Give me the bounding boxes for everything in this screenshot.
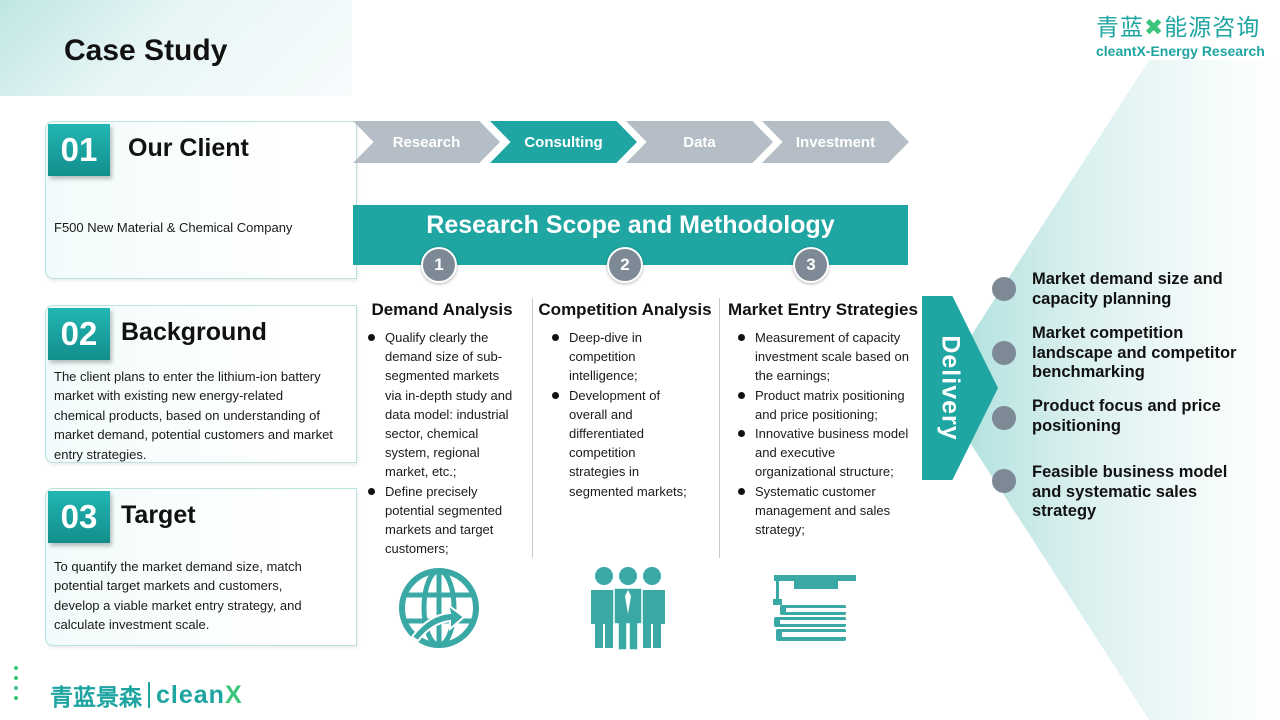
process-step-research: Research [353,121,500,163]
graduation-books-icon [773,575,856,641]
logo-en-a: clean [156,680,225,709]
process-label: Research [392,133,461,151]
card-target: 03 Target To quantify the market demand … [45,488,357,646]
column-competition-analysis: Competition Analysis Deep-dive in compet… [538,300,712,501]
process-step-data: Data [626,121,773,163]
delivery-label: Delivery [936,335,965,441]
process-label: Investment [795,133,876,151]
bullet-item: Innovative business model and executive … [738,424,916,482]
logo-cn-right: 能源咨询 [1164,15,1261,41]
delivery-dot [992,341,1016,365]
card-title: Background [121,318,267,346]
company-logo: 青蓝✖能源咨询 cleantX-Energy Research [1096,8,1270,59]
card-body: To quantify the market demand size, matc… [54,559,302,633]
logo-cn-left: 青蓝 [1096,15,1144,41]
logo-separator [148,682,150,708]
step-circle-2: 2 [607,247,643,283]
process-step-investment: Investment [762,121,909,163]
delivery-dot [992,469,1016,493]
logo-en-b: X [224,680,243,709]
delivery-item: Feasible business model and systematic s… [1032,463,1228,520]
process-step-consulting: Consulting [490,121,637,163]
delivery-dot [992,406,1016,430]
column-market-entry: Market Entry Strategies Measurement of c… [728,300,918,540]
column-title: Market Entry Strategies [728,300,918,319]
clover-icon: ✖ [1144,15,1165,41]
globe-icon [399,568,479,648]
card-title: Our Client [128,134,249,162]
column-divider [719,298,720,558]
bullet-item: Product matrix positioning and price pos… [738,386,916,424]
step-circle-3: 3 [793,247,829,283]
column-title: Demand Analysis [371,300,513,319]
bullet-item: Qualify clearly the demand size of sub-s… [368,328,516,482]
card-title: Target [121,501,196,529]
step-circle-1: 1 [421,247,457,283]
column-divider [532,298,533,558]
decorative-dots [14,666,22,706]
card-number: 01 [48,124,110,176]
brand-logo-bottom: 青蓝景森 cleanX [50,678,243,712]
bullet-item: Deep-dive in competition intelligence; [552,328,692,386]
card-number: 02 [48,308,110,360]
process-label: Consulting [524,133,603,151]
logo-cn: 青蓝景森 [50,685,142,711]
logo-en: cleantX-Energy Research [1096,43,1265,59]
card-our-client: 01 Our Client F500 New Material & Chemic… [45,121,357,279]
card-body: The client plans to enter the lithium-io… [54,369,333,462]
card-body: F500 New Material & Chemical Company [54,220,293,235]
process-label: Data [683,133,716,151]
delivery-item: Market demand size and capacity planning [1032,270,1223,308]
column-demand-analysis: Demand Analysis Qualify clearly the dema… [368,300,516,558]
bullet-item: Systematic customer management and sales… [738,482,916,540]
card-number: 03 [48,491,110,543]
delivery-dot [992,277,1016,301]
team-icon [591,567,665,650]
column-title: Competition Analysis [538,300,712,319]
title-banner: Case Study [0,0,352,96]
page-title: Case Study [64,34,228,67]
bullet-item: Development of overall and differentiate… [552,386,692,501]
delivery-item: Market competition landscape and competi… [1032,324,1237,381]
card-background: 02 Background The client plans to enter … [45,305,357,463]
bullet-item: Define precisely potential segmented mar… [368,482,516,559]
delivery-item: Product focus and price positioning [1032,397,1221,435]
bullet-item: Measurement of capacity investment scale… [738,328,916,386]
